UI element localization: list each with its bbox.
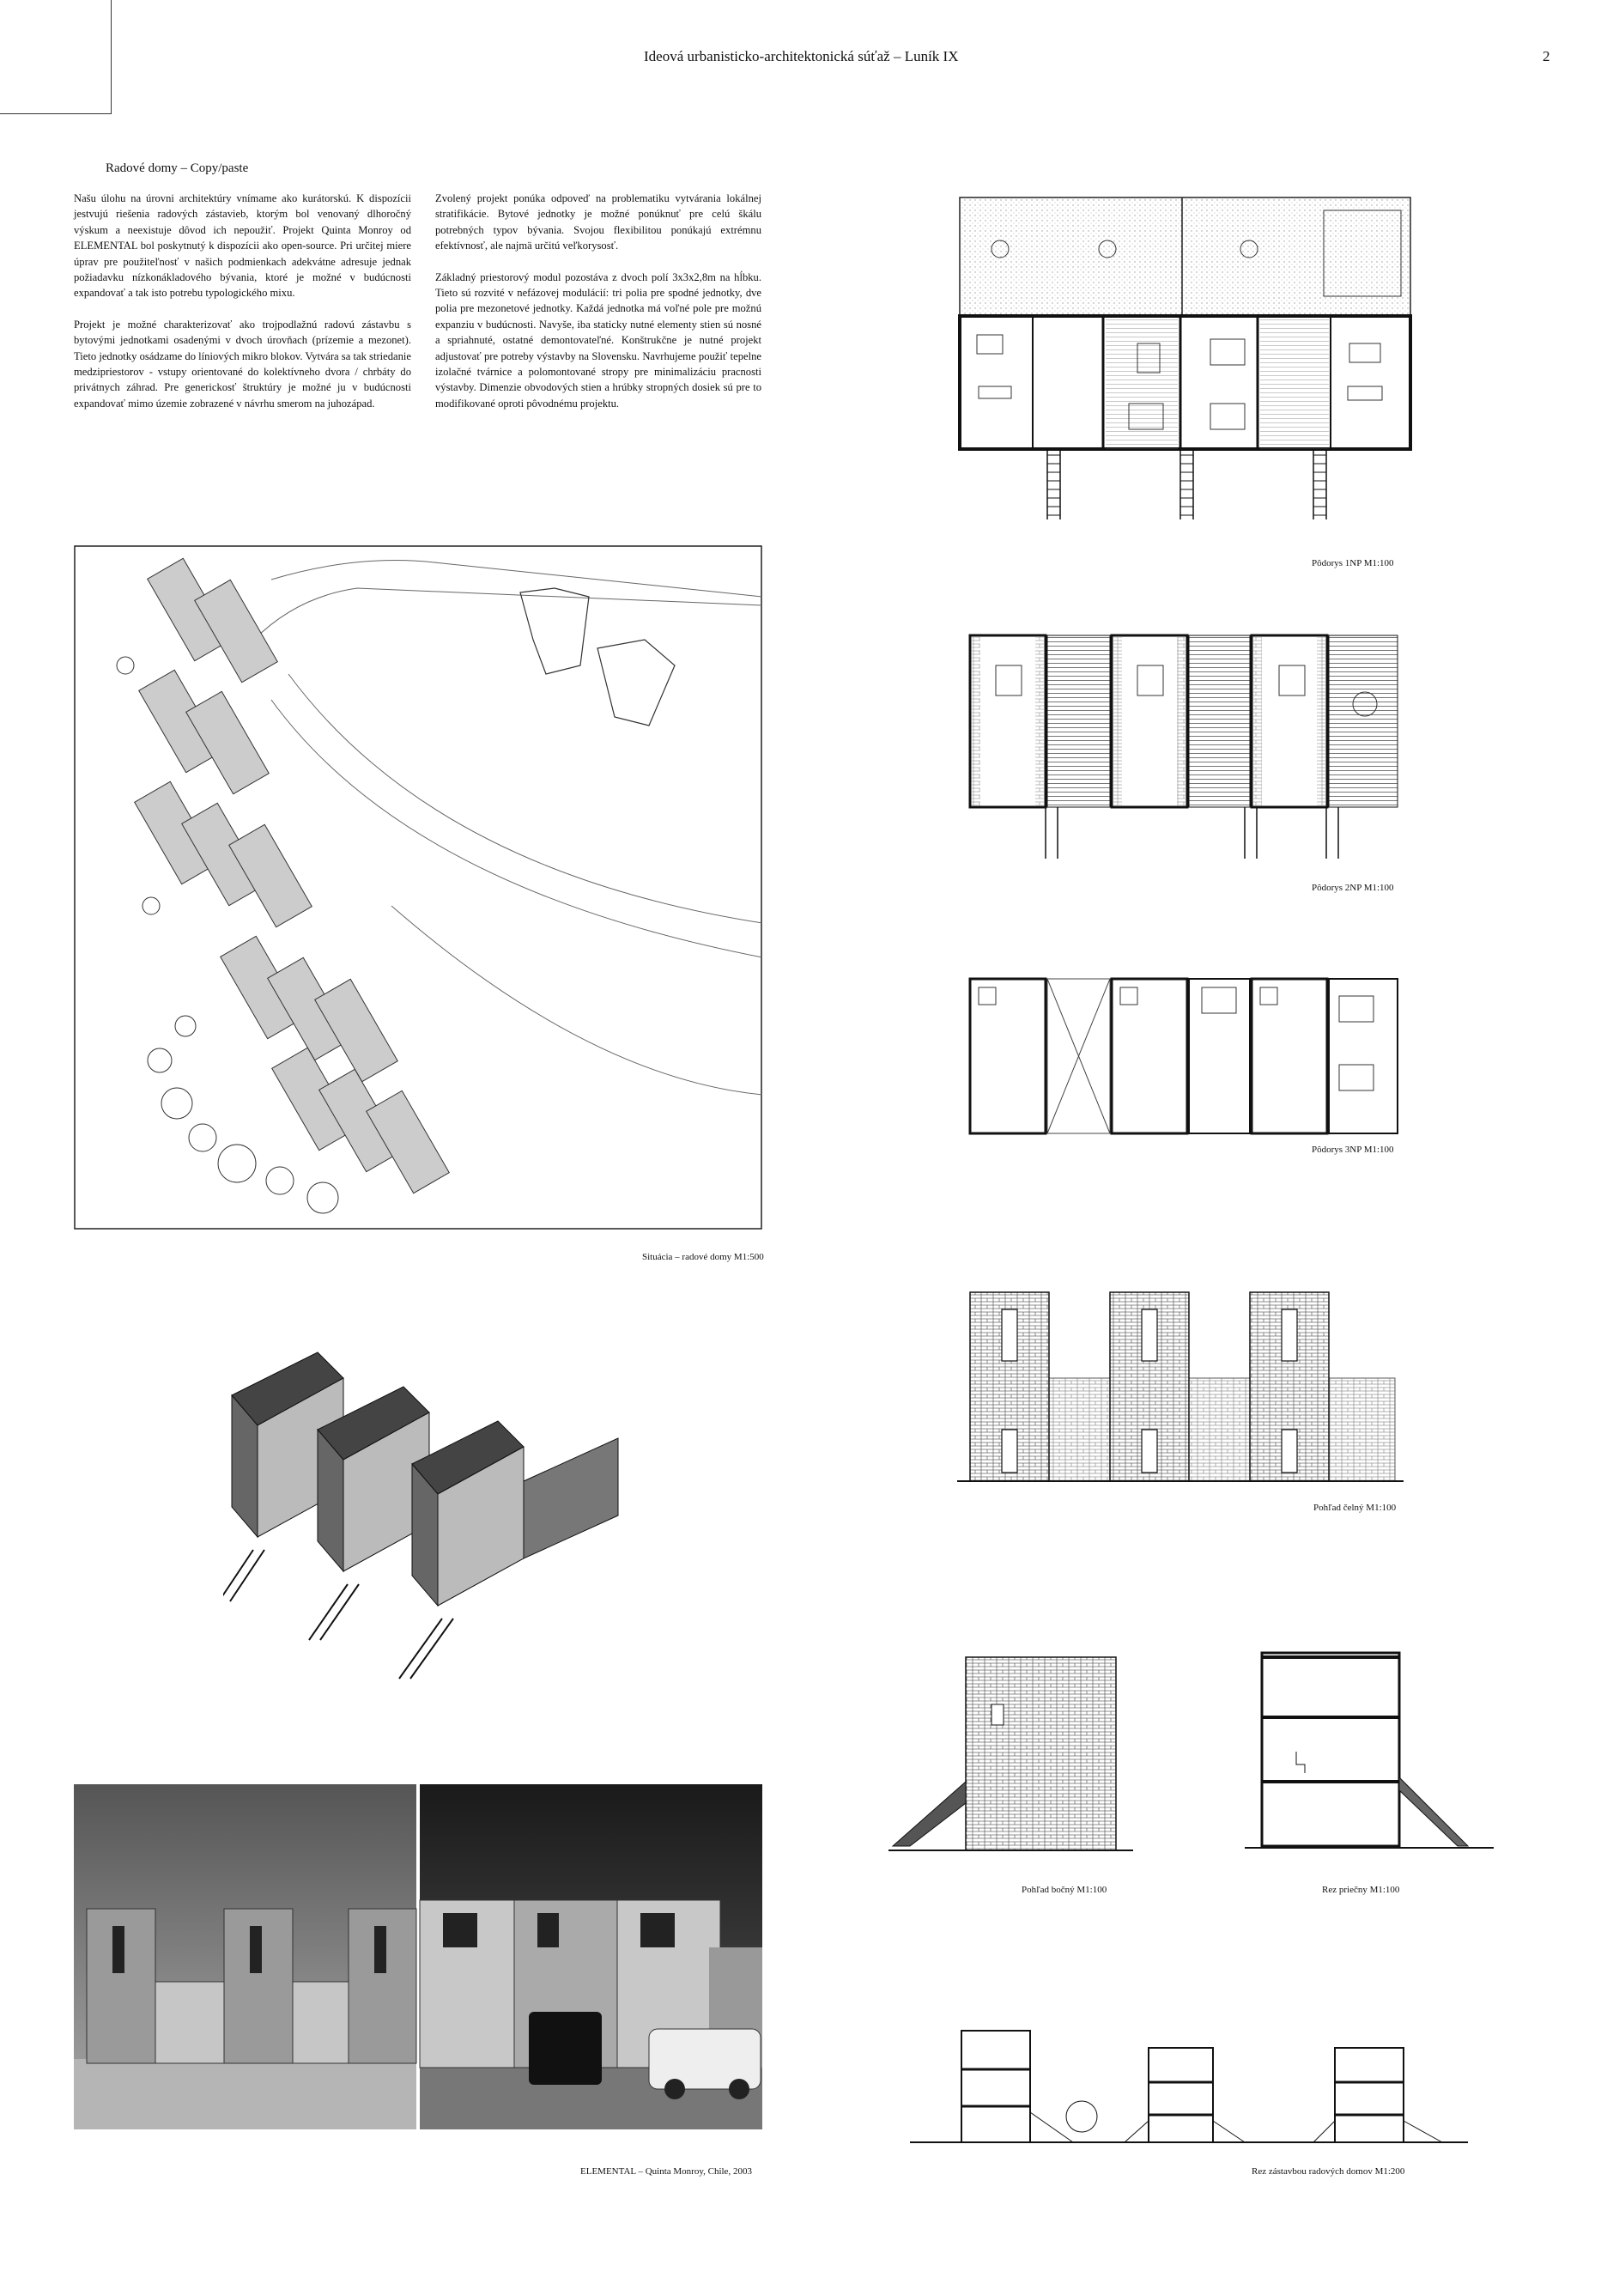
page-header-title: Ideová urbanisticko-architektonická súťa… [644,48,959,64]
caption-photo: ELEMENTAL – Quinta Monroy, Chile, 2003 [580,2166,752,2177]
section-title: Radové domy – Copy/paste [106,161,249,175]
corner-frame [0,0,112,114]
paragraph: Našu úlohu na úrovni architektúry vnímam… [74,192,411,300]
paragraph: Zvolený projekt ponúka odpoveď na proble… [435,192,761,252]
caption-cross-section: Rez priečny M1:100 [1322,1885,1400,1895]
caption-plan-2np: Pôdorys 2NP M1:100 [1312,883,1394,893]
front-elevation [957,1291,1404,1482]
axonometric-render [223,1351,619,1679]
photo-quinta-monroy [74,1784,762,2129]
floor-plan-3np [968,977,1398,1135]
floor-plan-2np [968,634,1398,859]
caption-side-elevation: Pohľad bočný M1:100 [1022,1885,1107,1895]
paragraph: Projekt je možné charakterizovať ako tro… [74,318,411,410]
text-column-1: Našu úlohu na úrovni architektúry vnímam… [74,191,411,427]
page-number: 2 [1543,48,1550,64]
cross-section [1245,1651,1494,1849]
caption-plan-3np: Pôdorys 3NP M1:100 [1312,1145,1394,1155]
caption-site-plan: Situácia – radové domy M1:500 [642,1252,764,1262]
site-plan [74,545,762,1230]
caption-plan-1np: Pôdorys 1NP M1:100 [1312,558,1394,568]
street-section [910,2030,1468,2143]
text-column-2: Zvolený projekt ponúka odpoveď na proble… [435,191,761,427]
paragraph: Základný priestorový modul pozostáva z d… [435,270,761,410]
side-elevation [888,1656,1133,1851]
caption-front-elevation: Pohľad čelný M1:100 [1313,1503,1397,1513]
caption-street-section: Rez zástavbou radových domov M1:200 [1252,2166,1405,2177]
floor-plan-1np [958,197,1412,519]
